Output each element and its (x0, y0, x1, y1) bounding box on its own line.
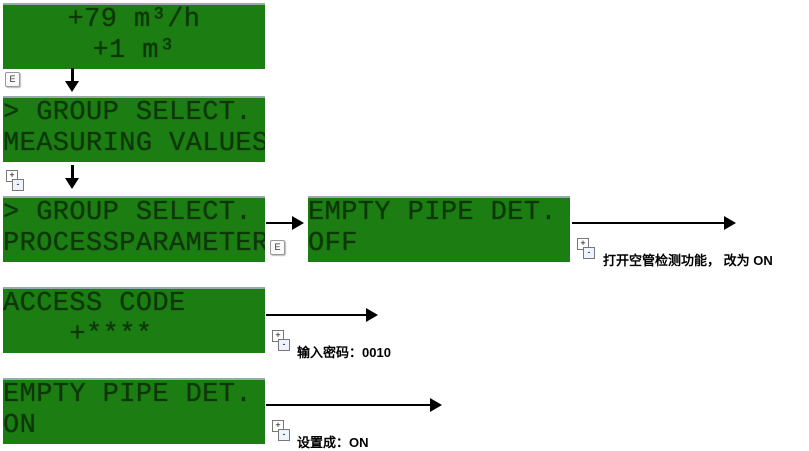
lcd-line-2: MEASURING VALUES (3, 129, 265, 159)
lcd-line-1: EMPTY PIPE DET. (308, 198, 558, 228)
arrow-right-icon (266, 398, 442, 412)
minus-icon: - (278, 339, 290, 351)
lcd-line-2: OFF (308, 229, 358, 259)
note-password: 输入密码：0010 (297, 345, 391, 360)
lcd-line-1: > GROUP SELECT. < (3, 198, 265, 228)
lcd-screen-measured-values: +79 m³/h +1 m³ (3, 3, 265, 69)
lcd-screen-group-select-process: > GROUP SELECT. < PROCESSPARAMETER (3, 196, 265, 262)
plus-minus-key-icon: +- (577, 238, 595, 259)
plus-minus-key-icon: +- (6, 170, 24, 191)
plus-minus-key-icon: +- (272, 420, 290, 441)
lcd-screen-empty-pipe-off: EMPTY PIPE DET. OFF (308, 196, 570, 262)
lcd-line-1: +79 m³/h (67, 5, 201, 35)
lcd-screen-access-code: ACCESS CODE +**** (3, 287, 265, 353)
lcd-line-2: ON (3, 411, 37, 441)
minus-icon: - (12, 179, 24, 191)
lcd-screen-empty-pipe-on: EMPTY PIPE DET. ON (3, 378, 265, 444)
minus-icon: - (583, 247, 595, 259)
lcd-line-1: EMPTY PIPE DET. (3, 380, 253, 410)
note-enable-empty-pipe: 打开空管检测功能， 改为 ON (603, 253, 773, 268)
arrow-right-icon (266, 308, 378, 322)
minus-icon: - (278, 429, 290, 441)
arrow-down-icon (65, 165, 79, 189)
lcd-line-2: +**** (3, 320, 153, 350)
lcd-line-1: > GROUP SELECT. < (3, 98, 265, 128)
enter-key-icon: E (270, 240, 285, 255)
plus-minus-key-icon: +- (272, 330, 290, 351)
lcd-line-2: PROCESSPARAMETER (3, 229, 265, 259)
arrow-right-icon (572, 216, 736, 230)
arrow-right-icon (266, 216, 304, 230)
lcd-line-2: +1 m³ (92, 36, 176, 66)
lcd-line-1: ACCESS CODE (3, 289, 186, 319)
lcd-screen-group-select-measuring: > GROUP SELECT. < MEASURING VALUES (3, 96, 265, 162)
enter-key-icon: E (5, 72, 20, 87)
arrow-down-icon (65, 68, 79, 92)
note-set-on: 设置成：ON (297, 435, 369, 450)
